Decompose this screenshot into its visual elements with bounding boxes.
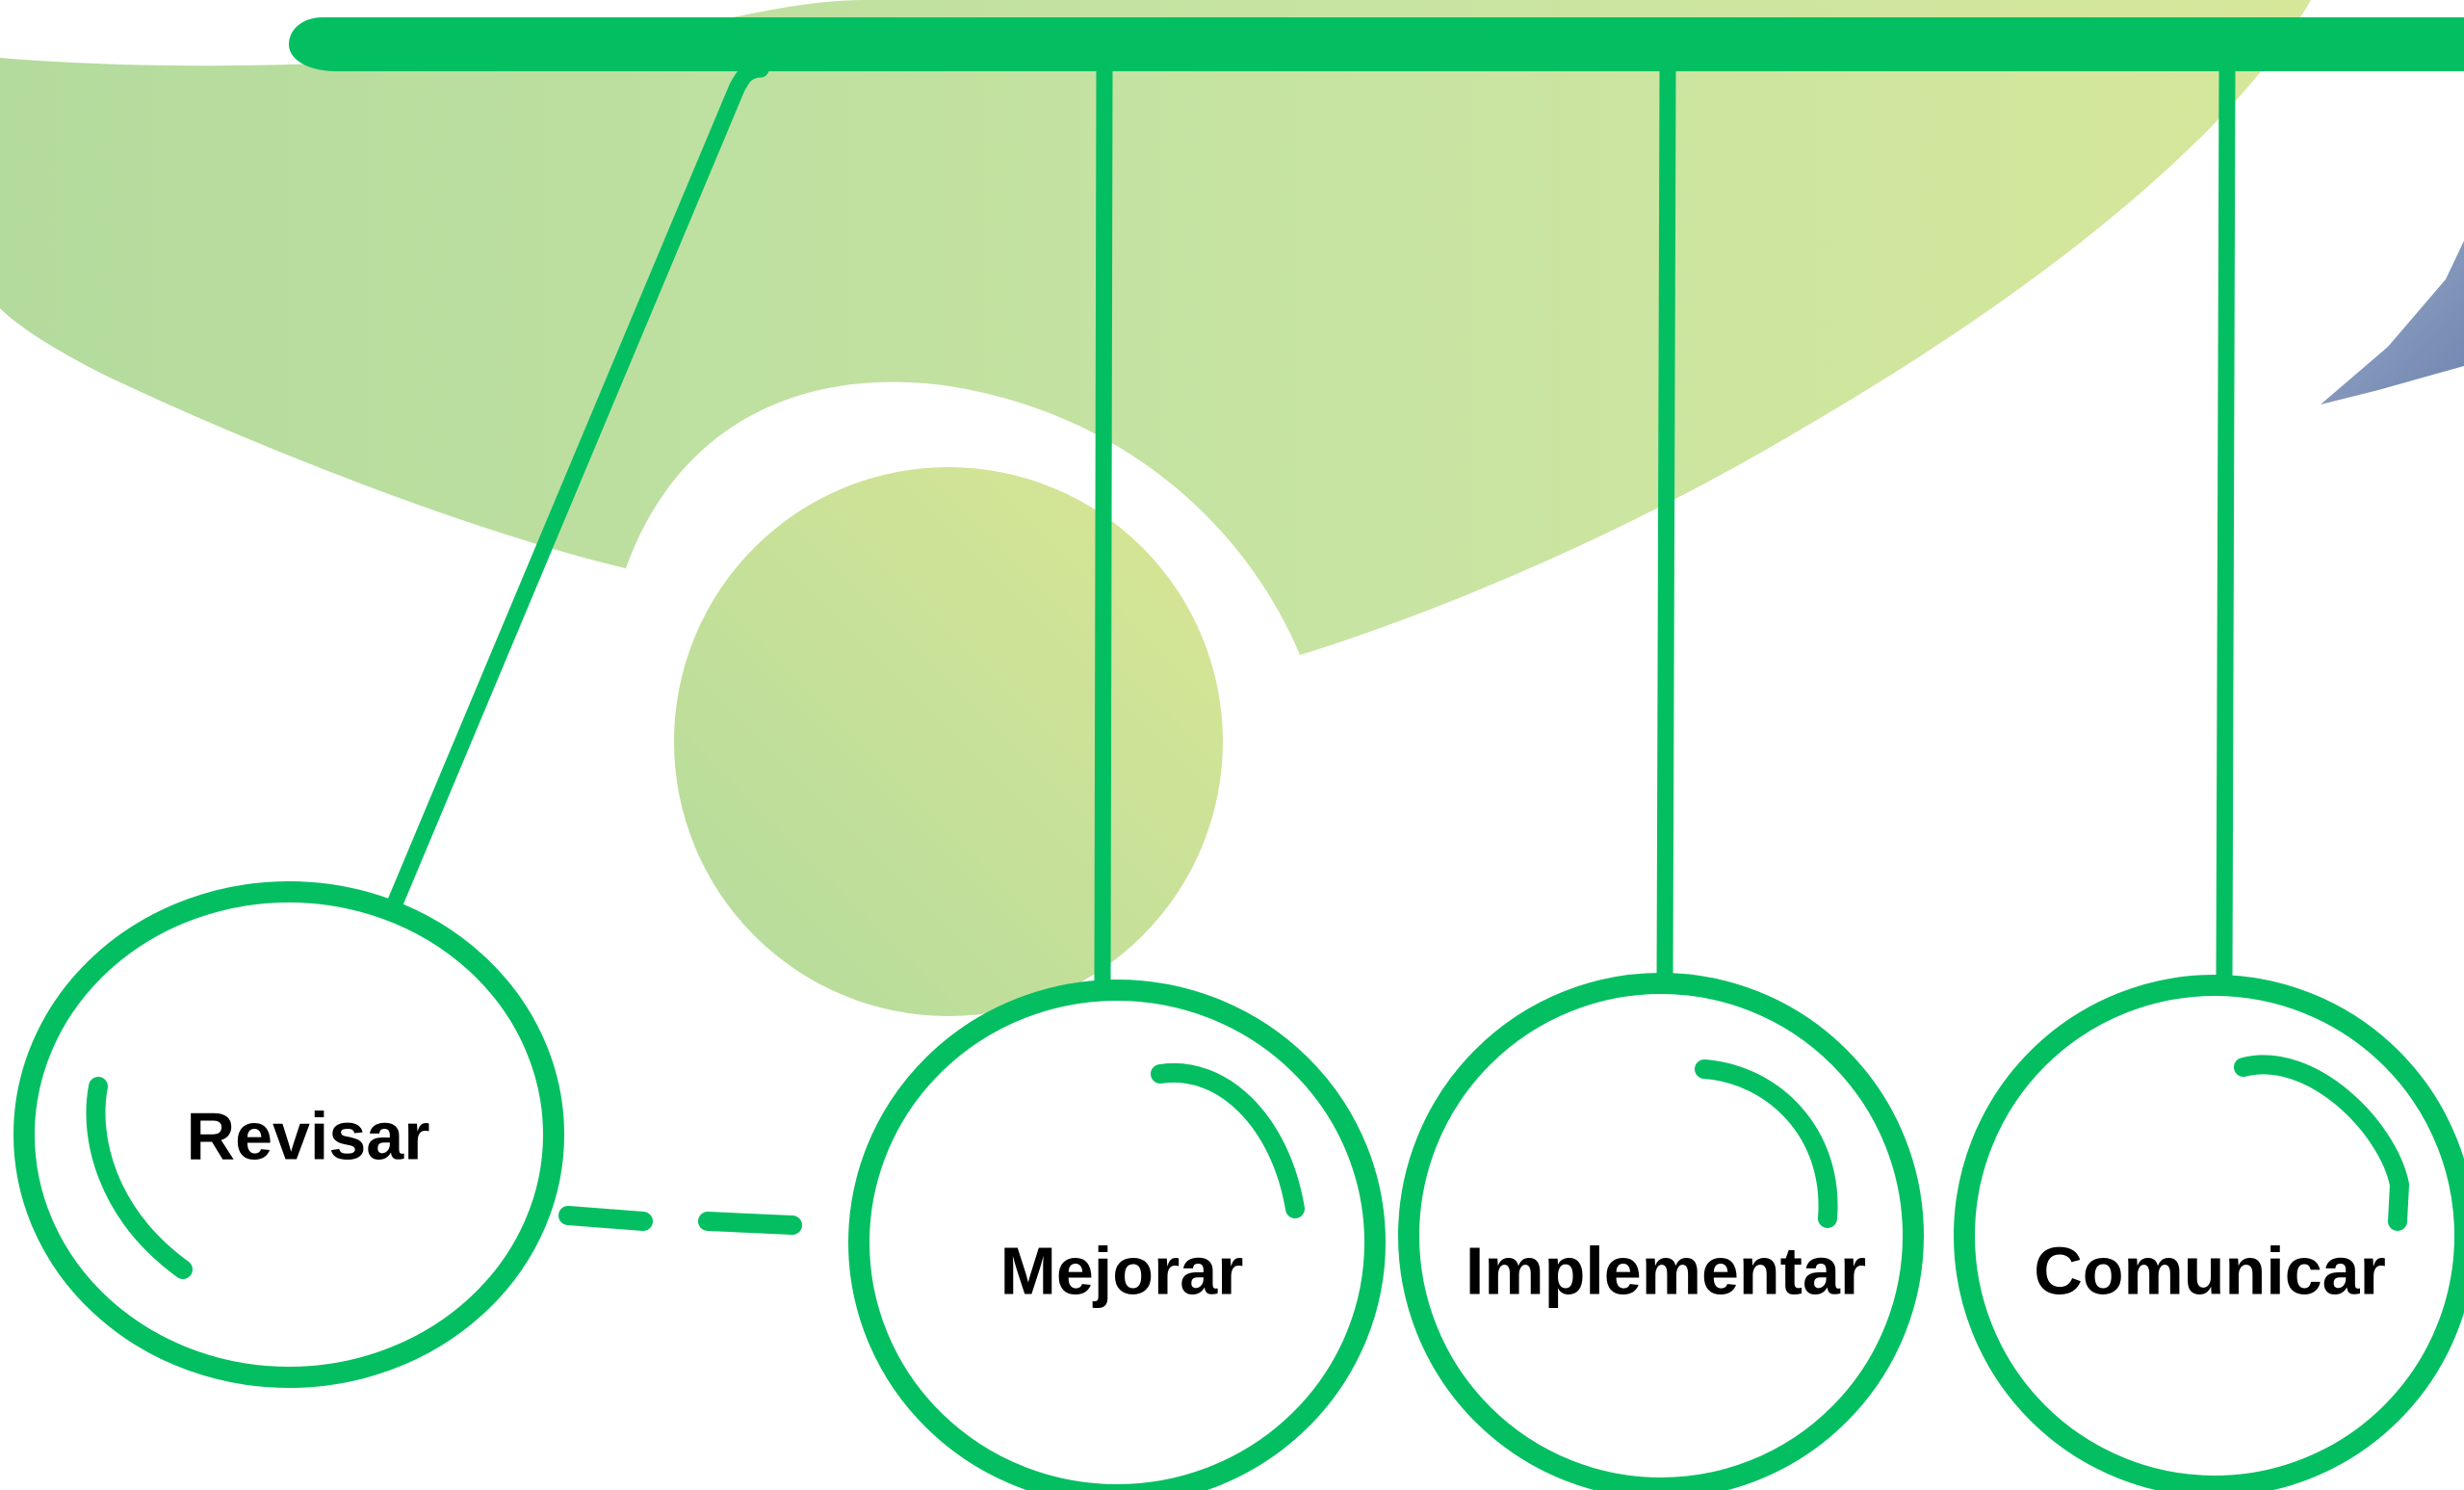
- node-label: Revisar: [187, 1098, 430, 1173]
- background-leaf-blob: [0, 0, 2311, 655]
- dash-connector: [558, 1206, 653, 1231]
- background-decoration: [0, 0, 2464, 1016]
- node-label: Implementar: [1465, 1233, 1866, 1308]
- hanging-line-mejorar: [1094, 61, 1113, 991]
- background-circle: [674, 467, 1223, 1016]
- node-accent-arc: [2234, 1055, 2410, 1231]
- node-label: Comunicar: [2034, 1233, 2386, 1308]
- dash-connector: [698, 1212, 802, 1235]
- node-label: Mejorar: [1000, 1233, 1244, 1308]
- top-bar: [289, 17, 2464, 71]
- background-blue-shape: [2321, 241, 2464, 405]
- connector-lines: [289, 17, 2464, 1235]
- node-accent-arc: [1151, 1062, 1305, 1218]
- node-accent-arc: [86, 1077, 193, 1279]
- hanging-line-implementar: [1656, 61, 1676, 991]
- hanging-line-revisar: [381, 61, 769, 924]
- node-mejorar: Mejorar: [848, 980, 1386, 1490]
- node-comunicar: Comunicar: [1954, 975, 2464, 1490]
- node-accent-arc: [1695, 1059, 1838, 1228]
- node-implementar: Implementar: [1398, 973, 1924, 1490]
- node-circle: [1954, 975, 2464, 1490]
- hanging-line-comunicar: [2216, 61, 2236, 989]
- node-revisar: Revisar: [13, 881, 564, 1388]
